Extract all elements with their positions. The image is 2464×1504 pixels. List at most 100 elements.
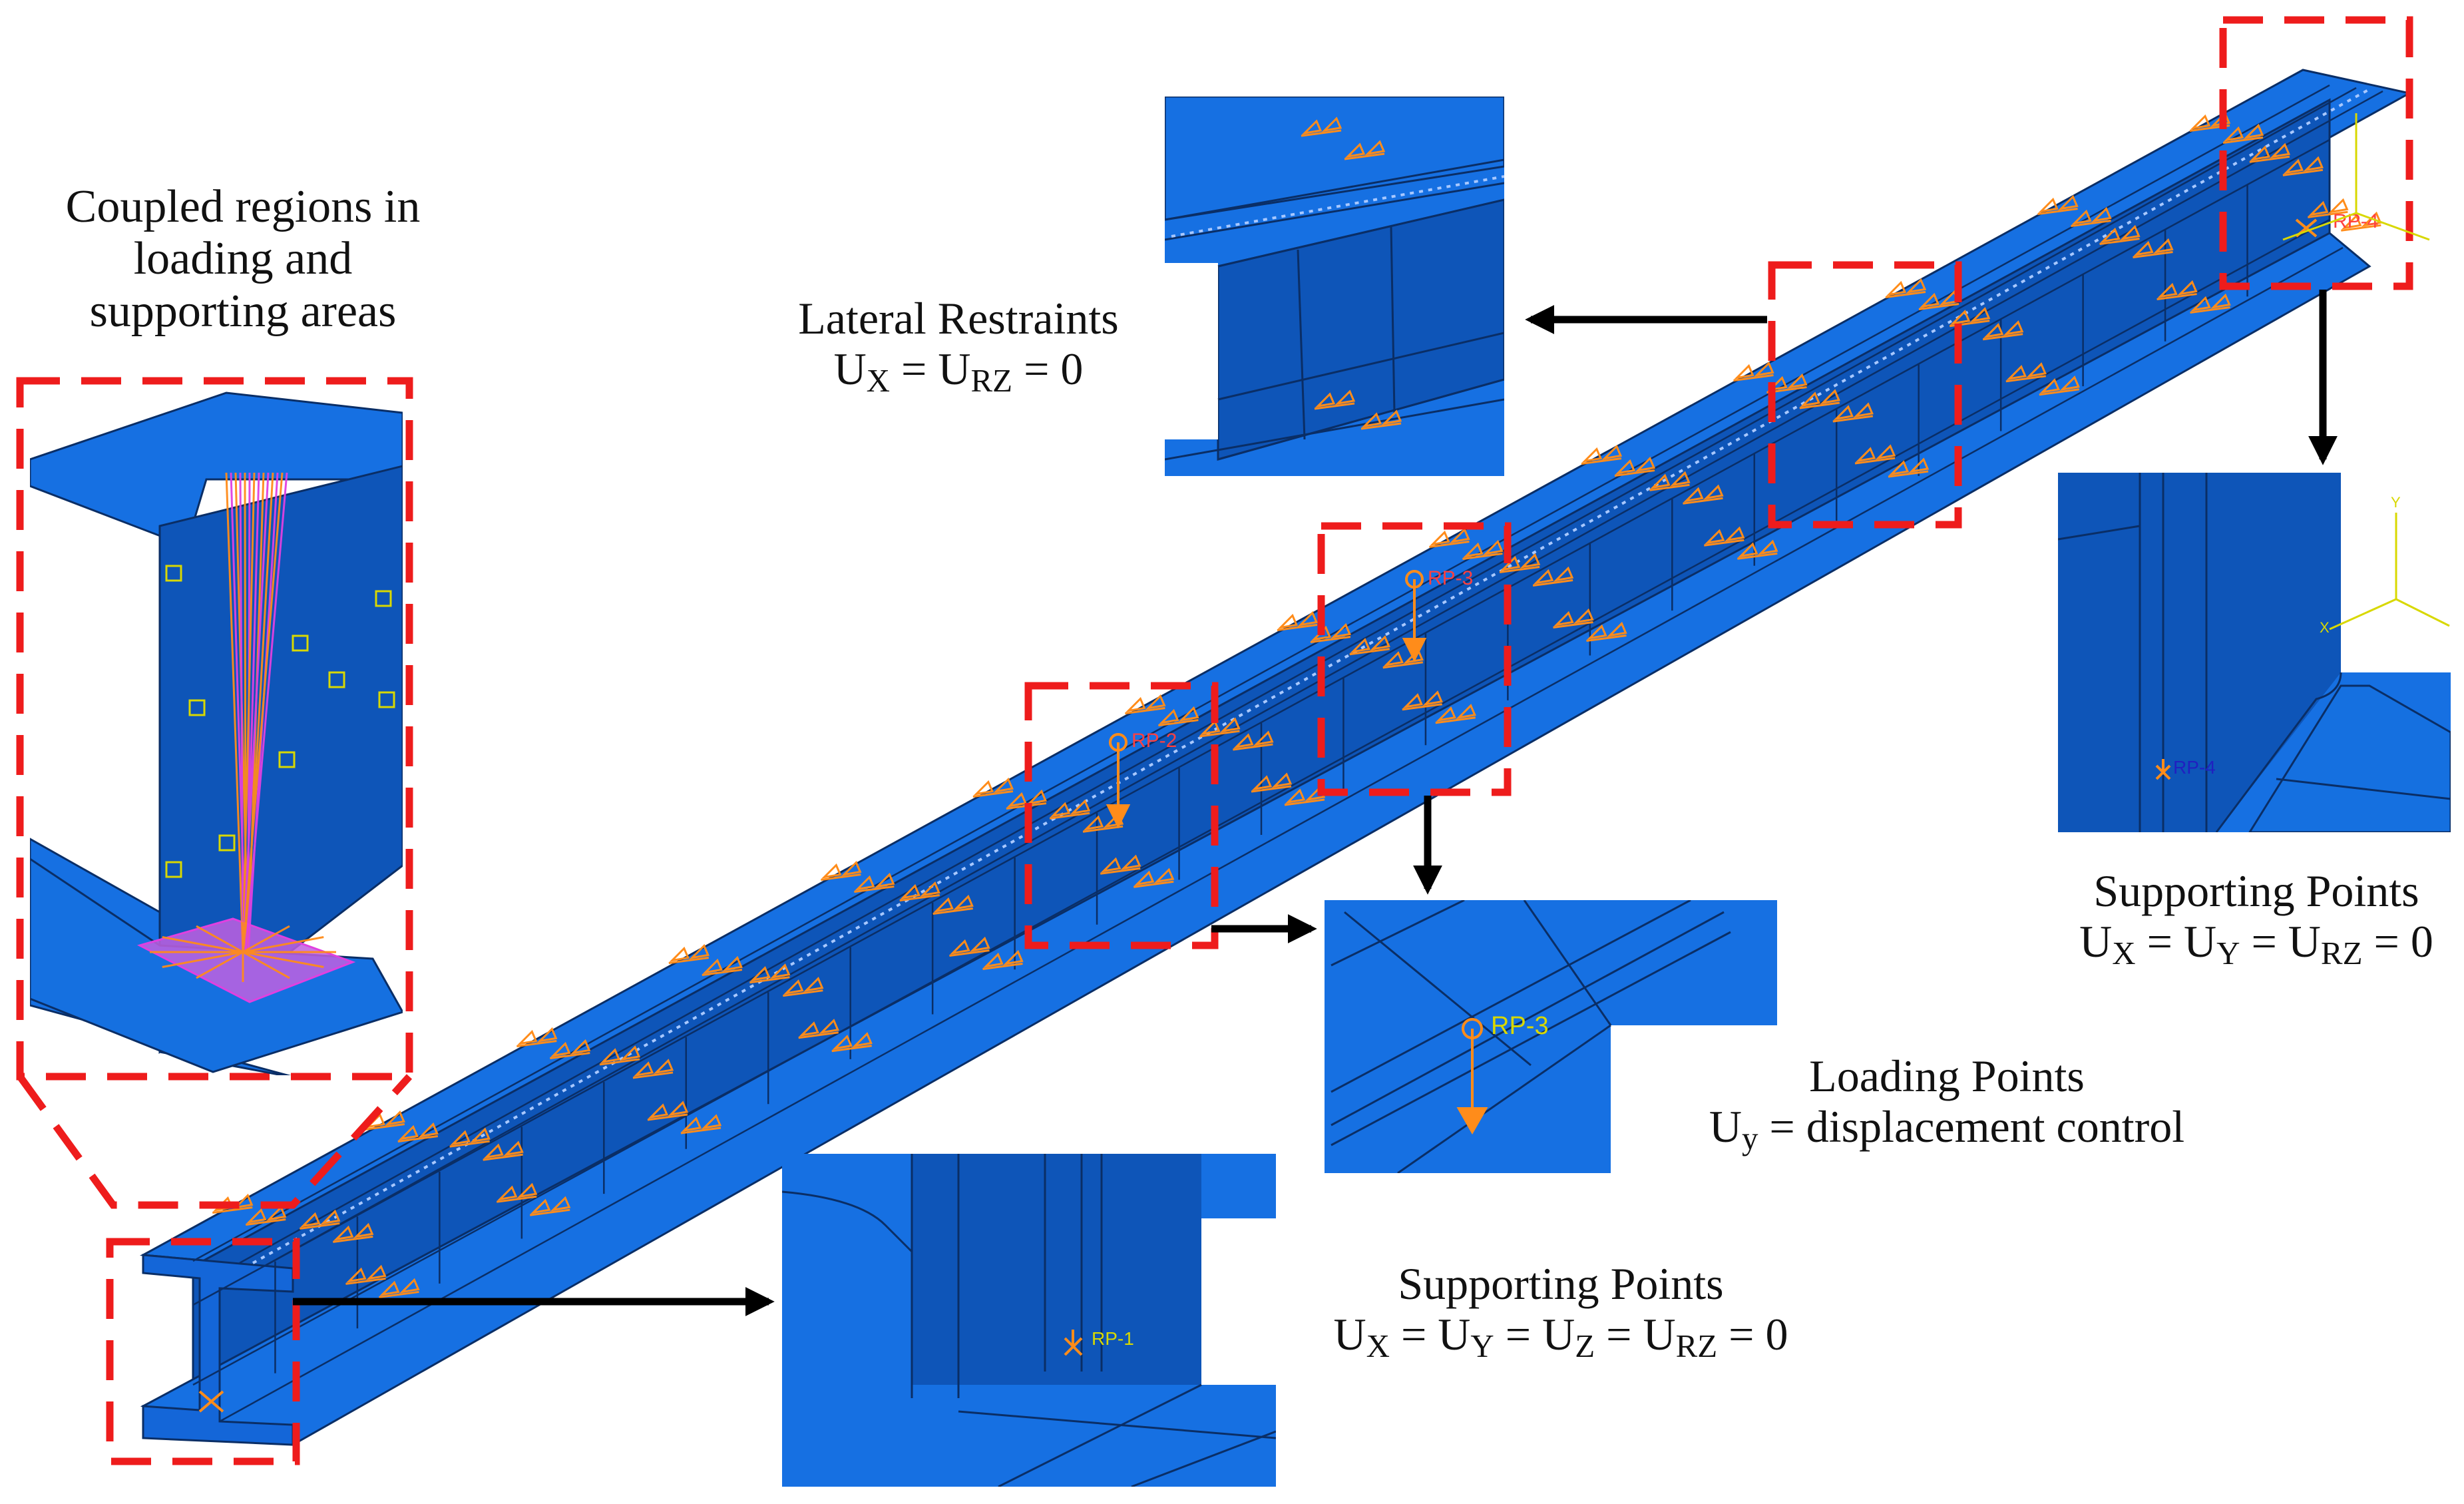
rp2-label-beam: RP-2 xyxy=(1131,730,1177,752)
restraint-symbol xyxy=(1360,409,1402,430)
label-loading-points: Loading Points Uy = displacement control xyxy=(1657,1051,2236,1157)
restraint-symbol xyxy=(516,1027,558,1047)
restraint-symbol xyxy=(1462,539,1504,560)
restraint-symbol xyxy=(529,1196,571,1216)
restraint-symbol xyxy=(632,1059,674,1079)
restraint-symbol xyxy=(2282,156,2324,176)
restraint-symbol xyxy=(831,1032,873,1053)
restraint-symbol xyxy=(1982,320,2024,341)
restraint-symbol xyxy=(2222,123,2264,144)
restraint-symbol xyxy=(2039,376,2080,396)
highlight-load-rp2 xyxy=(1024,682,1219,949)
restraint-symbol xyxy=(1737,539,1778,560)
label-lateral-title: Lateral Restraints xyxy=(798,293,1119,344)
label-support-left-eq: UX = UY = UZ = URZ = 0 xyxy=(1333,1309,1788,1364)
restraint-symbol xyxy=(982,949,1024,970)
restraint-symbol xyxy=(1614,456,1656,477)
restraint-symbol xyxy=(1435,704,1476,724)
axis-triad-beam xyxy=(2282,113,2430,241)
restraint-symbol xyxy=(821,860,862,881)
highlight-coupled-region xyxy=(16,377,413,1081)
callout-arrows xyxy=(293,290,2338,1316)
restraint-symbol xyxy=(1158,706,1199,726)
label-coupled-line3: supporting areas xyxy=(89,285,397,337)
restraint-symbol xyxy=(1499,553,1541,573)
restraint-symbol xyxy=(1429,527,1470,548)
label-supporting-points-left: Supporting Points UX = UY = UZ = URZ = 0 xyxy=(1291,1258,1830,1365)
load-marker-rp3 xyxy=(1456,1018,1488,1135)
beam-load-rp2 xyxy=(1106,733,1131,829)
restraint-symbol xyxy=(1854,444,1896,465)
restraint-symbol xyxy=(1888,457,1930,478)
restraint-symbol xyxy=(1314,389,1356,410)
restraint-symbol xyxy=(1349,635,1390,656)
label-coupled-line2: loading and xyxy=(133,233,353,285)
inset-loading-point: RP-3 xyxy=(1325,900,1777,1173)
inset-left-support: RP-1 xyxy=(782,1154,1276,1487)
callout-line xyxy=(17,1074,413,1209)
restraint-symbol xyxy=(1277,611,1319,631)
restraint-symbol xyxy=(379,1278,420,1298)
highlight-left-support xyxy=(106,1238,300,1465)
restraint-symbol xyxy=(1885,278,1927,298)
restraint-symbol xyxy=(1733,361,1774,381)
restraint-symbol xyxy=(2249,142,2290,163)
restraint-symbol xyxy=(1125,694,1166,714)
restraint-symbol xyxy=(2308,198,2349,218)
label-lateral-restraints: Lateral Restraints UX = URZ = 0 xyxy=(745,293,1171,399)
restraint-symbol xyxy=(1049,799,1091,820)
inset-coupled-region xyxy=(30,391,403,1075)
highlight-load-rp3 xyxy=(1317,522,1512,796)
restraint-symbol xyxy=(1683,484,1724,505)
restraint-symbol xyxy=(854,872,895,893)
label-support-right-title: Supporting Points xyxy=(2093,866,2419,916)
restraint-symbol xyxy=(599,1045,641,1066)
restraint-symbol xyxy=(2037,194,2079,215)
restraint-symbol xyxy=(2133,238,2174,259)
restraint-symbol xyxy=(2071,206,2112,227)
support-marker-rp1 xyxy=(1064,1330,1083,1356)
highlight-boxes xyxy=(16,16,2413,1465)
restraint-symbol xyxy=(1704,526,1745,547)
restraint-symbol xyxy=(2156,280,2198,301)
restraint-symbol xyxy=(2190,293,2231,314)
restraint-symbol xyxy=(1553,608,1594,629)
restraint-symbol xyxy=(1251,772,1293,793)
restraint-symbol xyxy=(783,977,824,997)
restraint-symbol xyxy=(449,1127,491,1148)
rp4-label-inset: RP-4 xyxy=(2173,757,2216,778)
label-loading-title: Loading Points xyxy=(1809,1051,2085,1101)
restraint-symbol xyxy=(749,963,791,984)
restraint-symbol xyxy=(1532,566,1574,587)
restraint-symbol xyxy=(246,1205,287,1226)
restraint-symbol xyxy=(1586,621,1627,642)
inset-lateral-restraints xyxy=(1165,97,1504,476)
rp1-label-inset: RP-1 xyxy=(1092,1328,1134,1349)
coupling-node-markers xyxy=(165,565,395,878)
restraint-symbol xyxy=(1832,402,1874,423)
label-lateral-eq: UX = URZ = 0 xyxy=(833,344,1084,399)
axis-label-y: Y xyxy=(2391,494,2401,511)
inset-right-support: Y X RP-4 xyxy=(2058,473,2451,832)
restraint-symbol xyxy=(972,777,1014,798)
restraint-symbol xyxy=(1649,471,1691,491)
restraint-symbol xyxy=(949,936,990,957)
restraint-symbol xyxy=(2099,224,2141,246)
restraint-symbol xyxy=(345,1264,387,1285)
highlight-lateral xyxy=(1768,261,1962,529)
rp3-label-beam: RP-3 xyxy=(1428,567,1473,589)
restraint-symbol xyxy=(300,1209,341,1230)
beam-load-rp3 xyxy=(1402,570,1427,662)
restraint-symbol xyxy=(483,1140,524,1161)
restraint-symbol xyxy=(647,1101,689,1121)
restraint-symbol xyxy=(668,943,710,964)
label-coupled-line1: Coupled regions in xyxy=(65,181,421,232)
restraint-symbol xyxy=(899,881,940,901)
restraint-symbol xyxy=(333,1222,374,1243)
label-support-right-eq: UX = UY = URZ = 0 xyxy=(2079,916,2433,971)
coupling-constraint-lines xyxy=(150,472,336,982)
beam-support-rp1 xyxy=(198,1390,224,1413)
restraint-symbol xyxy=(1301,117,1342,137)
restraint-symbol xyxy=(1581,444,1623,465)
restraint-symbol xyxy=(1199,717,1241,738)
